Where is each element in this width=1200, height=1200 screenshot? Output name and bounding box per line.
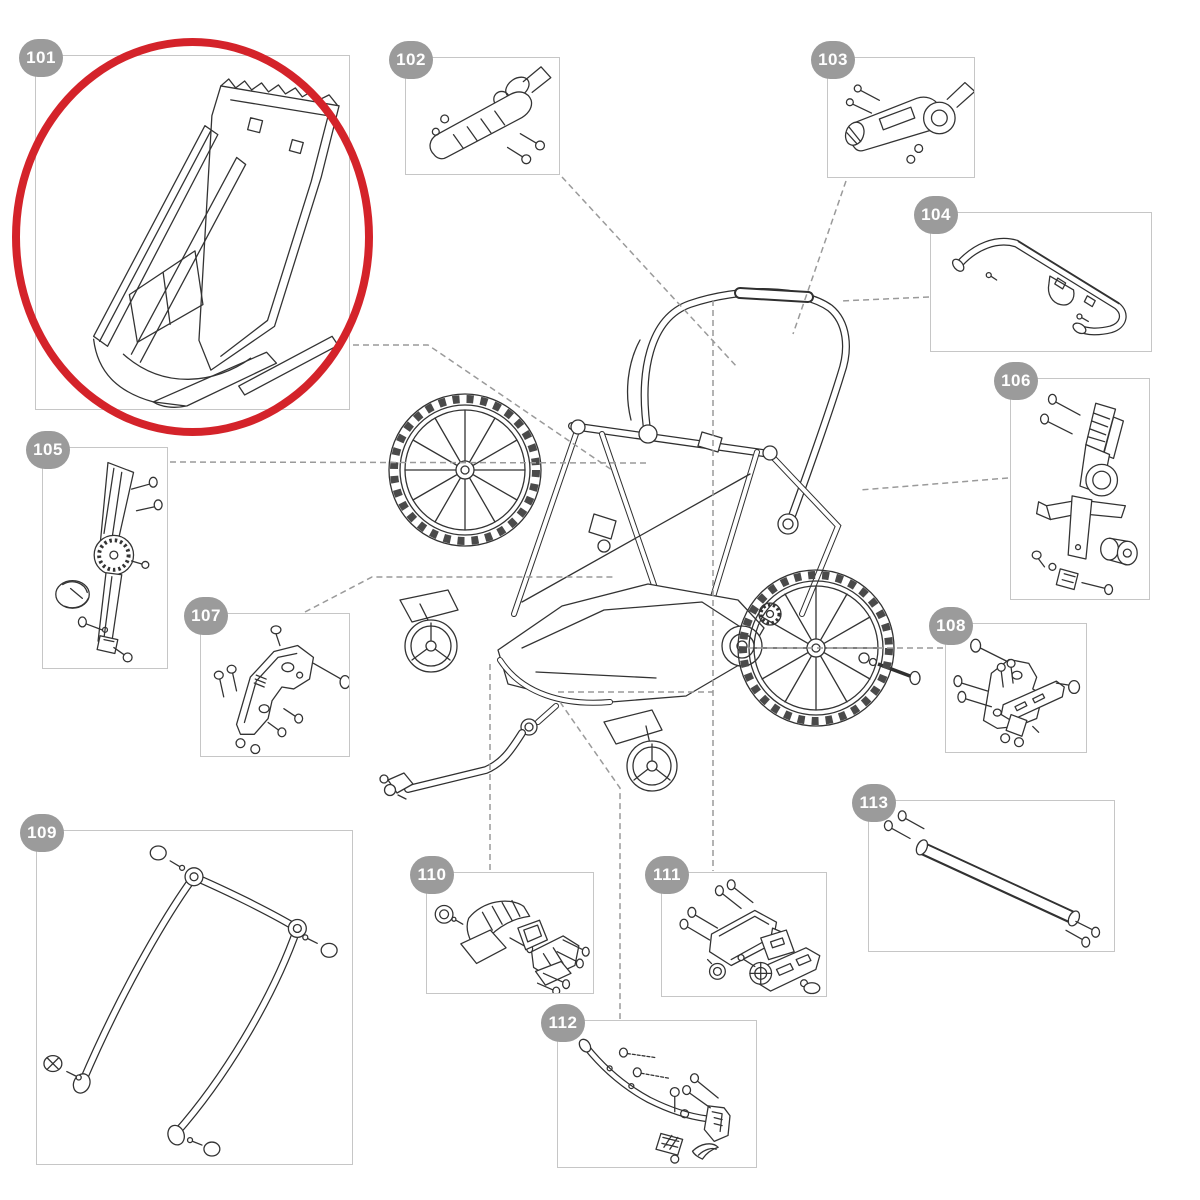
- part-112-drawing: [578, 1038, 731, 1164]
- connector-lines: [169, 176, 1009, 1019]
- part-box-110: 110: [410, 856, 594, 994]
- part-box-103: 103: [811, 41, 975, 178]
- part-104-drawing: [951, 237, 1127, 336]
- part-number-badge-112: 112: [541, 1004, 585, 1042]
- part-box-109: 109: [20, 814, 353, 1165]
- part-111-drawing: [679, 879, 821, 995]
- left-wheel-drawing: [388, 393, 542, 547]
- tow-arm-drawing: [379, 703, 559, 800]
- part-number-badge-104: 104: [914, 196, 958, 234]
- front-caster-drawing: [399, 589, 459, 673]
- part-113-drawing: [883, 810, 1101, 948]
- part-box-106: 106: [994, 362, 1150, 600]
- part-105-drawing: [55, 461, 163, 663]
- main-assembly-drawing: [379, 287, 921, 800]
- part-number-badge-103: 103: [811, 41, 855, 79]
- strap-line: [626, 339, 641, 421]
- part-number-badge-105: 105: [26, 431, 70, 469]
- part-101-drawing: [92, 78, 340, 408]
- part-103-drawing: [844, 81, 974, 164]
- part-106-drawing: [1031, 393, 1138, 596]
- part-number-badge-109: 109: [20, 814, 64, 852]
- part-108-drawing: [953, 638, 1081, 748]
- part-box-111: 111: [645, 856, 827, 997]
- part-number-badge-111: 111: [645, 856, 689, 894]
- part-109-drawing: [43, 845, 338, 1157]
- part-107-drawing: [213, 625, 349, 755]
- part-number-badge-101: 101: [19, 39, 63, 77]
- part-box-112: 112: [541, 1004, 757, 1168]
- part-number-badge-113: 113: [852, 784, 896, 822]
- part-box-105: 105: [26, 431, 168, 669]
- part-102-drawing: [429, 66, 552, 165]
- part-number-badge-102: 102: [389, 41, 433, 79]
- part-number-badge-108: 108: [929, 607, 973, 645]
- part-box-108: 108: [929, 607, 1087, 753]
- part-box-104: 104: [914, 196, 1152, 352]
- part-number-badge-110: 110: [410, 856, 454, 894]
- part-number-badge-106: 106: [994, 362, 1038, 400]
- part-box-107: 107: [184, 597, 350, 757]
- part-box-102: 102: [389, 41, 560, 175]
- part-box-113: 113: [852, 784, 1115, 952]
- rear-caster-drawing: [603, 709, 678, 792]
- part-110-drawing: [434, 899, 590, 993]
- part-box-101: 101: [19, 39, 350, 410]
- part-number-badge-107: 107: [184, 597, 228, 635]
